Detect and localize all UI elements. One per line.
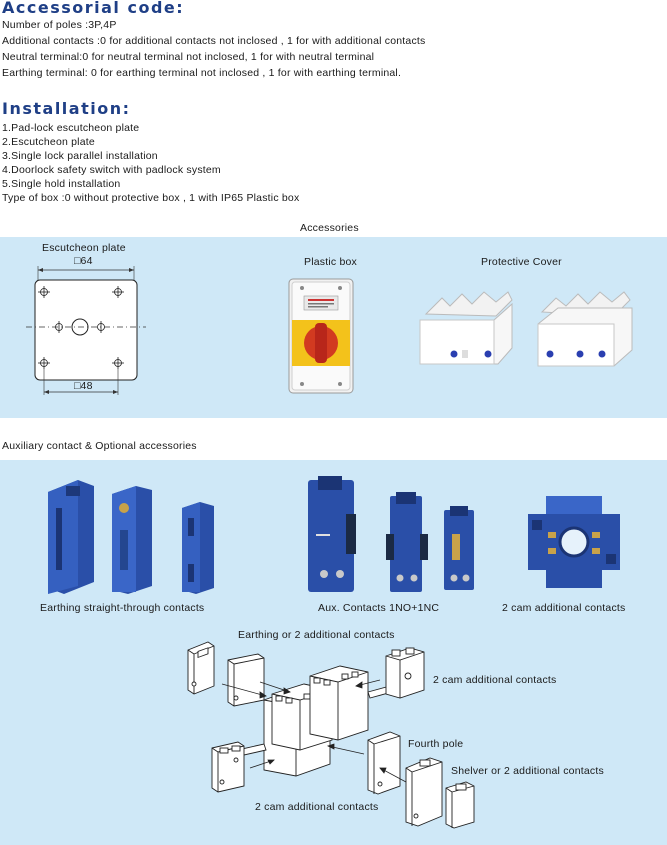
- installation-line-3: 3.Single lock parallel installation: [2, 150, 158, 162]
- exploded-assembly-diagram: [187, 641, 475, 829]
- installation-line-4: 4.Doorlock safety switch with padlock sy…: [2, 164, 221, 176]
- installation-heading: Installation:: [2, 99, 131, 118]
- escutcheon-plate-drawing: [26, 266, 146, 395]
- earthing-contacts-caption: Earthing straight-through contacts: [40, 602, 205, 614]
- escutcheon-caption: Escutcheon plate: [42, 242, 126, 254]
- diagram-label-shelver: Shelver or 2 additional contacts: [451, 765, 604, 777]
- cam-contacts-caption: 2 cam additional contacts: [502, 602, 626, 614]
- aux-contacts-caption: Aux. Contacts 1NO+1NC: [318, 602, 440, 614]
- plastic-box-photo: [288, 278, 354, 394]
- protective-cover-photo-left: [419, 291, 513, 365]
- diagram-label-fourth-pole: Fourth pole: [408, 738, 464, 750]
- earthing-contacts-photo: [48, 480, 214, 594]
- aux-contacts-photo: [308, 476, 474, 592]
- diagram-label-cam-bottom: 2 cam additional contacts: [255, 801, 379, 813]
- accessorial-line-neutral: Neutral terminal:0 for neutral terminal …: [2, 51, 375, 63]
- cam-contacts-photo: [528, 496, 620, 588]
- installation-line-2: 2.Escutcheon plate: [2, 136, 95, 148]
- protective-cover-caption: Protective Cover: [481, 256, 562, 268]
- installation-line-box-type: Type of box :0 without protective box , …: [2, 192, 300, 204]
- protective-cover-photo-right: [537, 291, 633, 367]
- accessories-title: Accessories: [300, 222, 359, 234]
- plastic-box-caption: Plastic box: [304, 256, 357, 268]
- accessorial-heading: Accessorial code:: [2, 0, 185, 17]
- escutcheon-dim-bottom: □48: [74, 380, 93, 392]
- installation-line-1: 1.Pad-lock escutcheon plate: [2, 122, 140, 134]
- auxiliary-title: Auxiliary contact & Optional accessories: [2, 440, 197, 452]
- diagram-label-earthing: Earthing or 2 additional contacts: [238, 629, 395, 641]
- escutcheon-dim-top: □64: [74, 255, 93, 267]
- installation-line-5: 5.Single hold installation: [2, 178, 121, 190]
- accessorial-line-poles: Number of poles :3P,4P: [2, 19, 117, 31]
- accessorial-line-earthing: Earthing terminal: 0 for earthing termin…: [2, 67, 402, 79]
- diagram-label-cam-right: 2 cam additional contacts: [433, 674, 557, 686]
- accessorial-line-contacts: Additional contacts :0 for additional co…: [2, 35, 426, 47]
